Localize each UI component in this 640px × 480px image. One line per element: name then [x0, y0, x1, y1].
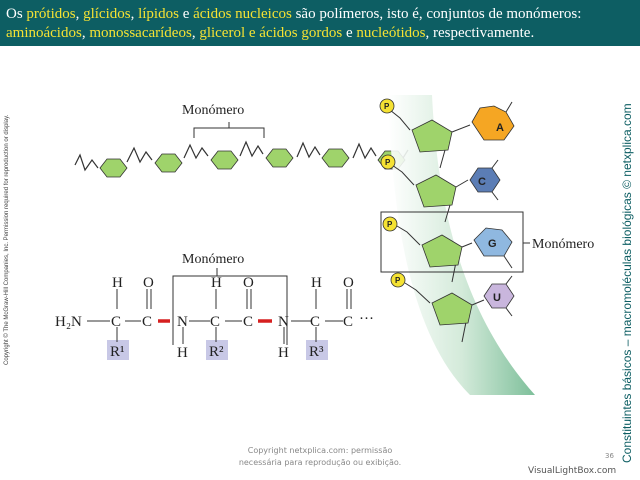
ribose-pentagon [411, 119, 453, 153]
header-banner: Os prótidos, glícidos, lípidos e ácidos … [0, 0, 640, 46]
watermark-link[interactable]: VisualLightBox.com [528, 466, 617, 476]
header-line-2: aminoácidos, monossacarídeos, glicerol e… [6, 25, 535, 41]
amino-terminus: H₂N [55, 314, 82, 330]
footer-copyright: Copyright netxplica.com: permissão neces… [220, 445, 420, 469]
ribose-pentagon [415, 174, 457, 208]
atom-c: C [142, 314, 152, 330]
phosphate-circle [379, 98, 395, 114]
r-group-box [107, 340, 129, 360]
atom-o: O [343, 275, 354, 291]
phosphate-label: P [387, 220, 393, 229]
header-line-1: Os prótidos, glícidos, lípidos e ácidos … [6, 6, 582, 22]
phosphate-label: P [384, 102, 390, 111]
peptide-chain: Monómero [55, 252, 374, 361]
monomer-label-peptide: Monómero [182, 252, 244, 267]
r3-group: R³ [309, 344, 324, 360]
atom-o: O [243, 275, 254, 291]
nucleic-acid-strand: A C G U P P P P Monómero [379, 95, 594, 395]
atom-c: C [111, 314, 121, 330]
monomer-label-nucleotide: Monómero [532, 237, 594, 252]
footer-line-1: Copyright netxplica.com: permissão [247, 446, 393, 455]
base-label-u: U [493, 292, 501, 304]
r-group-box [206, 340, 228, 360]
footer-line-2: necessária para reprodução ou exibição. [238, 458, 402, 467]
glucose-hexagon [99, 158, 128, 178]
adenine-base [471, 105, 515, 141]
glucose-hexagon [210, 150, 239, 170]
atom-o: O [143, 275, 154, 291]
glucose-hexagon [154, 153, 183, 173]
r2-group: R² [209, 344, 224, 360]
phosphate-label: P [395, 276, 401, 285]
atom-h: H [311, 275, 322, 291]
atom-c: C [243, 314, 253, 330]
guanine-base [473, 227, 513, 257]
uracil-base [483, 283, 515, 309]
atom-h: H [278, 345, 289, 361]
phosphate-circle [390, 272, 406, 288]
r1-group: R¹ [110, 344, 125, 360]
r-group-box [306, 340, 328, 360]
polysaccharide-chain: Monómero [74, 103, 409, 178]
nucleotide-monomer-box [380, 211, 524, 273]
atom-n: N [278, 314, 289, 330]
atom-h: H [211, 275, 222, 291]
base-label-c: C [478, 176, 486, 188]
chain-continuation: ··· [359, 311, 374, 327]
sugar-phosphate-backbone [388, 95, 535, 395]
glucose-hexagon [321, 148, 350, 168]
phosphate-circle [380, 154, 396, 170]
atom-h: H [177, 345, 188, 361]
phosphate-label: P [385, 158, 391, 167]
atom-c: C [343, 314, 353, 330]
glucose-hexagon [265, 148, 294, 168]
ribose-pentagon [431, 292, 473, 326]
base-label-g: G [488, 238, 497, 250]
atom-h: H [112, 275, 123, 291]
ribose-pentagon [421, 234, 463, 268]
base-label-a: A [496, 122, 504, 134]
atom-c: C [310, 314, 320, 330]
cytosine-base [469, 167, 501, 193]
monomer-label-polysaccharide: Monómero [182, 103, 244, 118]
phosphate-circle [382, 216, 398, 232]
atom-n: N [177, 314, 188, 330]
atom-c: C [210, 314, 220, 330]
page-number: 36 [605, 452, 614, 460]
